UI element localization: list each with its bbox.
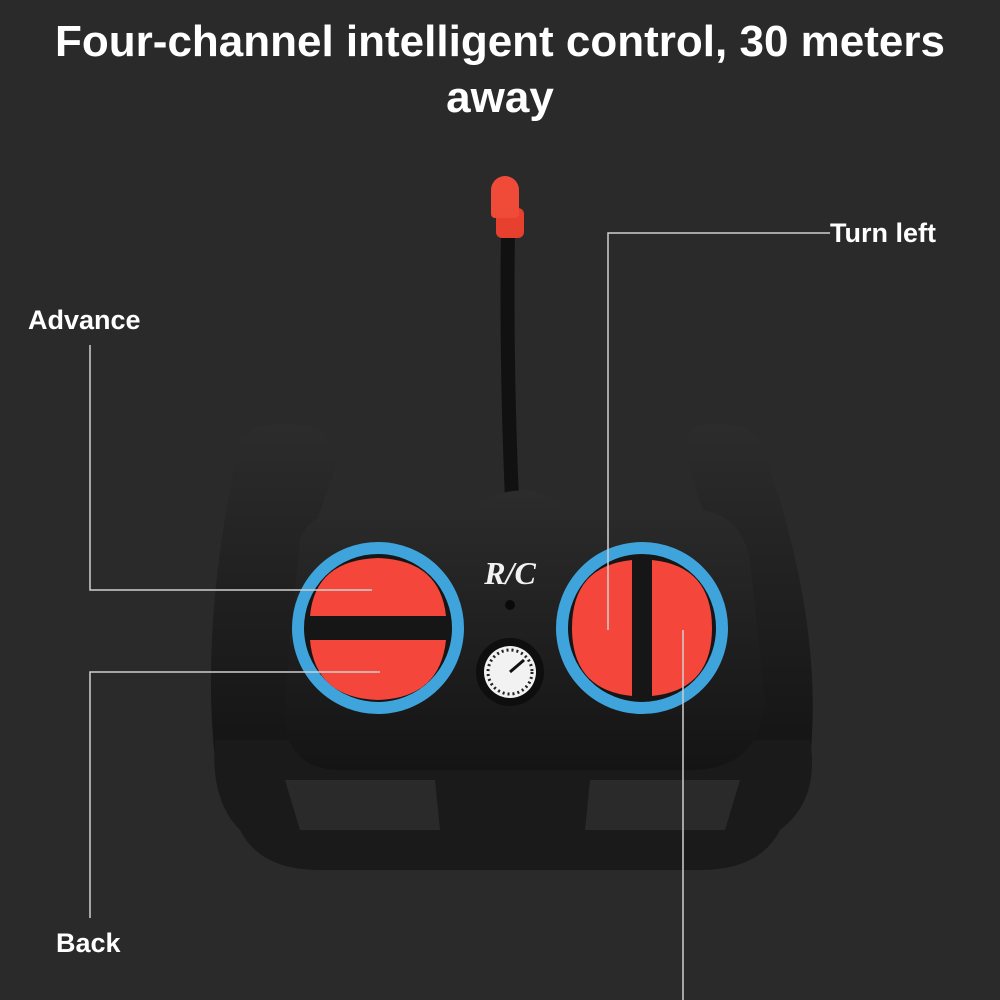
antenna	[491, 176, 524, 501]
leader-lines	[89, 232, 830, 1000]
rc-logo: R/C	[483, 555, 536, 591]
turn-right-button[interactable]	[652, 560, 712, 696]
page-title: Four-channel intelligent control, 30 met…	[55, 17, 945, 122]
speedometer-icon	[476, 600, 544, 706]
back-label: Back	[56, 928, 121, 958]
right-button-pad	[556, 542, 728, 714]
advance-label: Advance	[28, 305, 141, 335]
turn-left-button[interactable]	[572, 560, 632, 696]
advance-button[interactable]	[310, 558, 446, 616]
left-button-pad	[292, 542, 464, 714]
turn-left-label: Turn left	[830, 218, 936, 248]
back-button[interactable]	[310, 640, 446, 700]
